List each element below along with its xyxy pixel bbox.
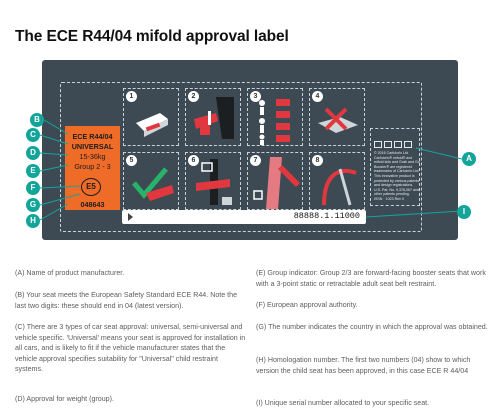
marker-e: E [26, 164, 40, 178]
care-icon [394, 141, 402, 148]
marker-a: A [462, 152, 476, 166]
marker-c: C [26, 128, 40, 142]
description-b: (B) Your seat meets the European Safety … [15, 291, 238, 310]
correct-use-check-icon [132, 167, 174, 201]
approval-authority-mark: E5 [81, 178, 101, 196]
homologation-number: 048643 [80, 200, 105, 209]
care-icon [384, 141, 392, 148]
serial-number-box: 88888.1.11000 [122, 210, 366, 224]
marker-g: G [26, 198, 40, 212]
pictogram-8: 8 [309, 152, 365, 210]
pictogram-3: 3 [247, 88, 303, 146]
shoulder-belt-icon [253, 157, 300, 209]
care-symbols [374, 135, 420, 148]
incorrect-use-cross-icon [318, 107, 358, 133]
description-c: (C) There are 3 types of car seat approv… [15, 323, 246, 374]
description-a: (A) Name of product manufacturer. [15, 269, 125, 277]
description-f: (F) European approval authority. [256, 301, 358, 309]
pictogram-4: 4 [309, 88, 365, 146]
pictogram-7: 7 [247, 152, 303, 210]
serial-arrow-icon [128, 213, 133, 221]
description-d: (D) Approval for weight (group). [15, 395, 114, 403]
pictogram-2: 2 [185, 88, 241, 146]
approval-orange-block: ECE R44/04 UNIVERSAL 15-36kg Group 2 - 3… [65, 126, 120, 210]
pictogram-5: 5 [123, 152, 179, 210]
child-figures-icon [259, 99, 290, 145]
approval-type-text: UNIVERSAL [71, 142, 114, 151]
description-i: (I) Unique serial number allocated to yo… [256, 399, 430, 407]
manufacturer-info-text: © 2016 Carfulcrio Ltd. Carfulcrio® mifol… [374, 151, 420, 197]
manufacturer-info-footer: ISSN · 1023 Rev 0 [374, 197, 404, 201]
marker-h: H [26, 214, 40, 228]
car-seat-belt-icon [194, 97, 234, 139]
marker-b: B [30, 113, 44, 127]
description-g: (G) The number indicates the country in … [256, 323, 488, 331]
marker-f: F [26, 181, 40, 195]
care-icon [374, 141, 382, 148]
approval-group-text: Group 2 - 3 [74, 162, 111, 171]
marker-i: I [457, 205, 471, 219]
page-title: The ECE R44/04 mifold approval label [15, 28, 289, 45]
belt-guide-icon [322, 168, 357, 206]
manufacturer-info-box: © 2016 Carfulcrio Ltd. Carfulcrio® mifol… [370, 128, 420, 206]
approval-standard-text: ECE R44/04 [72, 132, 113, 141]
serial-number: 88888.1.11000 [293, 211, 360, 221]
care-icon [404, 141, 412, 148]
marker-d: D [26, 146, 40, 160]
pictogram-6: 6 [185, 152, 241, 210]
description-h: (H) Homologation number. The first two n… [256, 356, 471, 375]
approval-weight-text: 15-36kg [79, 152, 106, 161]
belt-routing-lock-icon [196, 159, 232, 205]
pictogram-1: 1 [123, 88, 179, 146]
description-e: (E) Group indicator: Group 2/3 are forwa… [256, 269, 486, 288]
booster-seat-icon [136, 113, 168, 137]
